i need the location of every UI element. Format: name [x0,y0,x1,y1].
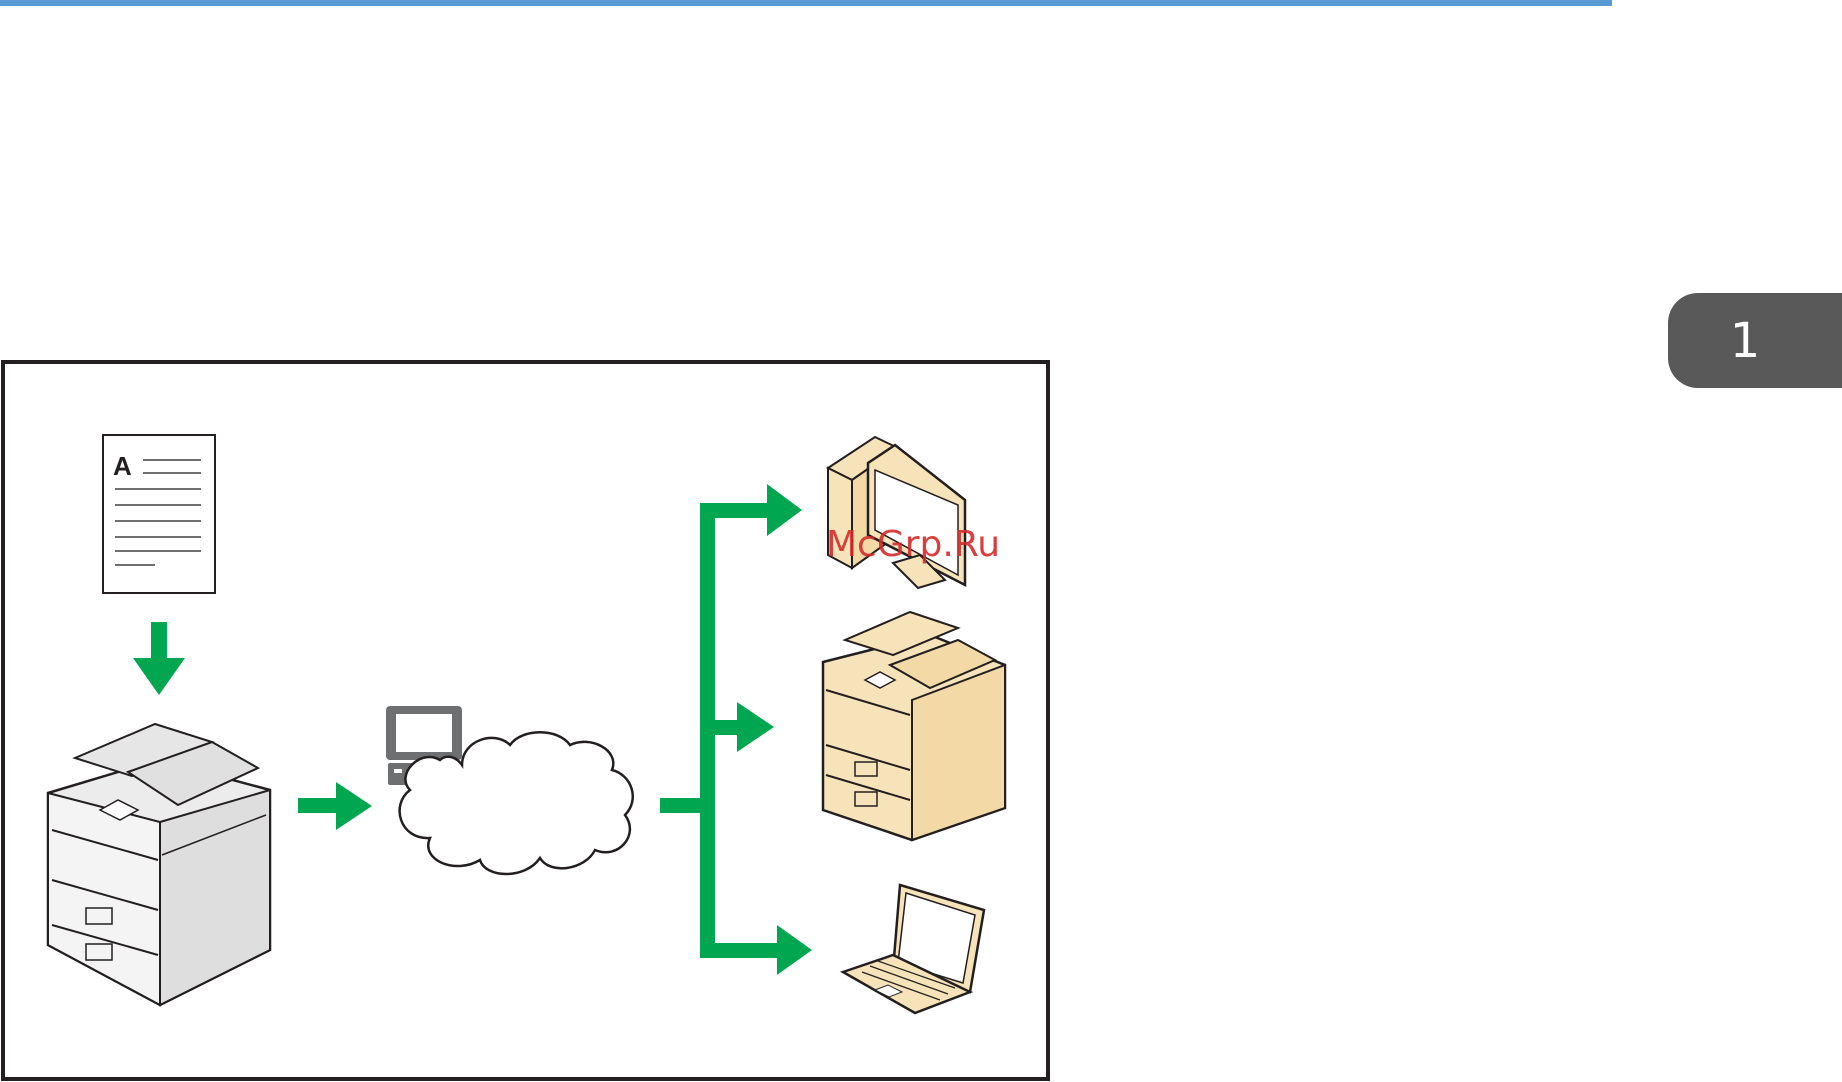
document-icon: A [103,435,215,593]
chapter-number: 1 [1730,313,1761,369]
network-diagram: A [0,359,1052,1082]
document-letter: A [113,451,132,481]
top-rule [0,0,1612,6]
watermark-text: McGrp.Ru [826,524,1000,565]
chapter-tab: 1 [1668,293,1842,388]
